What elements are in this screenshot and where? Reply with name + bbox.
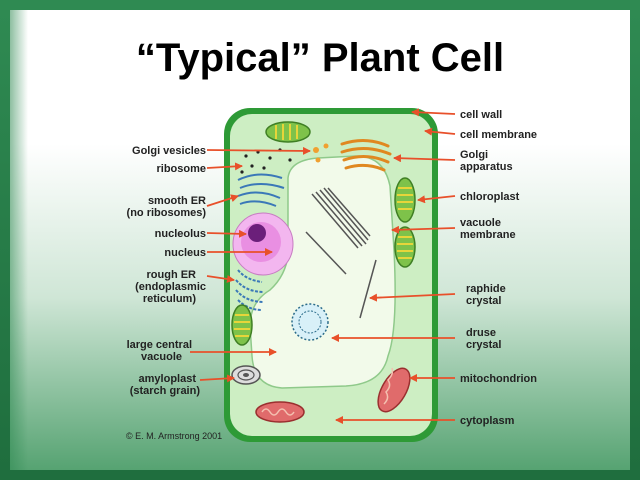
label-ribosome: ribosome [156, 163, 206, 175]
slide-title: “Typical” Plant Cell [135, 36, 505, 80]
label-vacuole-membrane-line1: vacuole [460, 217, 501, 229]
label-cytoplasm: cytoplasm [460, 415, 515, 427]
nucleolus [248, 224, 266, 242]
label-smooth-er-line2: (no ribosomes) [127, 207, 207, 219]
label-vacuole-membrane-line2: membrane [460, 229, 516, 241]
label-nucleolus: nucleolus [155, 228, 206, 240]
label-cell-wall: cell wall [460, 109, 502, 121]
chloroplast-right [394, 177, 416, 223]
label-golgi-apparatus-line2: apparatus [460, 161, 513, 173]
chloroplast-top [265, 121, 311, 143]
label-arrows [190, 108, 456, 424]
mitochondrion-bottom [255, 401, 305, 423]
label-amyloplast-line2: (starch grain) [130, 385, 201, 397]
raphide-crystals [305, 187, 377, 319]
label-raphide-crystal-line1: raphide [466, 283, 506, 295]
label-chloroplast: chloroplast [460, 191, 520, 203]
label-nucleus: nucleus [164, 247, 206, 259]
rough-er [235, 269, 265, 311]
label-golgi-vesicles: Golgi vesicles [132, 145, 206, 157]
label-smooth-er-line1: smooth ER [148, 195, 206, 207]
chloroplast-right-lower [394, 226, 416, 268]
label-rough-er-line2: (endoplasmic [135, 281, 206, 293]
label-large-central-vacuole-line1: large central [127, 339, 192, 351]
label-amyloplast-line1: amyloplast [139, 373, 197, 385]
druse-crystal [291, 303, 329, 341]
label-rough-er-line1: rough ER [147, 269, 197, 281]
label-cell-membrane: cell membrane [460, 129, 537, 141]
golgi-vesicles [313, 143, 329, 163]
copyright-text: © E. M. Armstrong 2001 [126, 431, 222, 441]
amyloplast [231, 365, 261, 385]
label-mitochondrion: mitochondrion [460, 373, 537, 385]
label-golgi-apparatus-line1: Golgi [460, 149, 488, 161]
label-rough-er-line3: reticulum) [143, 293, 197, 305]
label-druse-crystal-line1: druse [466, 327, 496, 339]
chloroplast-left [231, 304, 253, 346]
smooth-er [237, 173, 285, 207]
label-large-central-vacuole-line2: vacuole [141, 351, 182, 363]
mitochondrion-right [377, 367, 411, 413]
golgi-apparatus [340, 139, 392, 172]
label-raphide-crystal-line2: crystal [466, 295, 501, 307]
label-druse-crystal-line2: crystal [466, 339, 501, 351]
